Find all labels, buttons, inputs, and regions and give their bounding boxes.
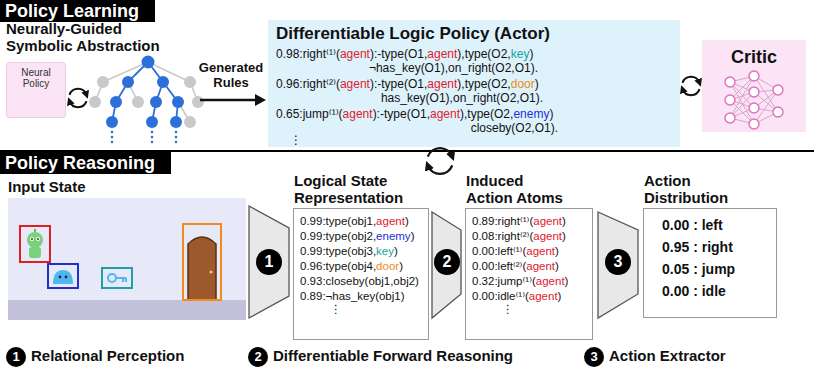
ellipsis: ⋮ bbox=[276, 135, 302, 146]
input-state-frame: Input State bbox=[8, 198, 246, 320]
box-heading: Critic bbox=[706, 46, 802, 68]
cycle-symbol bbox=[683, 77, 700, 95]
callout-number: 1 bbox=[256, 249, 282, 275]
box-heading: Logical State Representation bbox=[294, 172, 404, 206]
callout-number: 2 bbox=[248, 347, 268, 367]
step-name: Relational Perception bbox=[31, 346, 184, 366]
logic-atom: 0.96:type(obj4,door) bbox=[300, 259, 403, 274]
section-band: Policy LearningNeural Policy Differentiab… bbox=[0, 0, 814, 150]
door-figure bbox=[183, 224, 221, 300]
logic-atom: 0.89:right⁽¹⁾(agent) bbox=[472, 214, 566, 229]
logic-atom: 0.32:jump⁽¹⁾(agent) bbox=[472, 274, 568, 289]
section-label: Neurally-Guided Symbolic Abstraction bbox=[6, 20, 168, 54]
generated-arrow bbox=[200, 94, 266, 106]
key-figure bbox=[102, 268, 132, 288]
ellipsis: ⋮ bbox=[472, 304, 514, 314]
logic-rule: 0.65:jump⁽¹⁾(agent):-type(O1,agent),type… bbox=[276, 107, 558, 135]
cycle-symbol bbox=[70, 89, 87, 107]
box-heading: Induced Action Atoms bbox=[466, 172, 564, 206]
section-heading: Policy Learning bbox=[0, 0, 155, 22]
logic-atom: 0.89:¬has_key(obj1) bbox=[300, 289, 405, 304]
probability-line: 0.05 : jump bbox=[650, 258, 735, 280]
logic-atom: 0.99:type(obj3,key) bbox=[300, 244, 398, 259]
probability-line: 0.95 : right bbox=[650, 236, 733, 258]
critic-box: Critic bbox=[702, 40, 806, 132]
logic-atom: 0.99:type(obj2,enemy) bbox=[300, 229, 414, 244]
section-band: Policy Reasoning Input StateLogical Stat… bbox=[0, 152, 814, 344]
neural-policy-box: Neural Policy bbox=[6, 62, 66, 118]
box-heading: Action Distribution bbox=[644, 172, 740, 206]
logic-policy-box: Differentiable Logic Policy (Actor)0.98:… bbox=[268, 20, 680, 147]
callout-number: 3 bbox=[584, 347, 604, 367]
cycle-symbol bbox=[428, 148, 452, 174]
callout-number: 3 bbox=[605, 249, 631, 275]
step-name: Differentiable Forward Reasoning bbox=[273, 346, 513, 366]
logic-atom: 0.93:closeby(obj1,obj2) bbox=[300, 274, 419, 289]
logic-atom: 0.00:idle⁽¹⁾(agent) bbox=[472, 289, 561, 304]
probability-line: 0.00 : idle bbox=[650, 280, 726, 302]
state-box: Logical State Representation0.99:type(ob… bbox=[293, 208, 429, 340]
enemy-figure bbox=[48, 264, 78, 288]
logic-atom: 0.99:type(obj1,agent) bbox=[300, 214, 409, 229]
logic-atom: 0.00:left⁽²⁾(agent) bbox=[472, 259, 559, 274]
logic-rule: 0.98:right⁽¹⁾(agent):-type(O1,agent),typ… bbox=[276, 47, 538, 75]
callout-number: 2 bbox=[434, 249, 460, 275]
arrow-label: Generated Rules bbox=[198, 60, 264, 90]
section-heading: Policy Reasoning bbox=[0, 152, 171, 174]
callout-number: 1 bbox=[6, 347, 26, 367]
search-tree bbox=[89, 56, 204, 144]
step-name: Action Extractor bbox=[609, 346, 726, 366]
logic-rule: 0.96:right⁽²⁾(agent):-type(O1,agent),typ… bbox=[276, 77, 543, 105]
distribution-box: Action Distribution0.00 : left0.95 : rig… bbox=[643, 208, 777, 318]
logic-atom: 0.08:right⁽²⁾(agent) bbox=[472, 229, 566, 244]
agent-figure bbox=[20, 226, 50, 262]
box-heading: Differentiable Logic Policy (Actor) bbox=[276, 23, 550, 45]
box-label: Neural Policy bbox=[9, 67, 63, 89]
game-screen bbox=[8, 198, 246, 320]
ellipsis: ⋮ bbox=[300, 304, 342, 314]
probability-line: 0.00 : left bbox=[650, 214, 723, 236]
atoms-box: Induced Action Atoms0.89:right⁽¹⁾(agent)… bbox=[465, 208, 593, 340]
logic-atom: 0.00:left⁽¹⁾(agent) bbox=[472, 244, 559, 259]
box-heading: Input State bbox=[8, 178, 86, 195]
